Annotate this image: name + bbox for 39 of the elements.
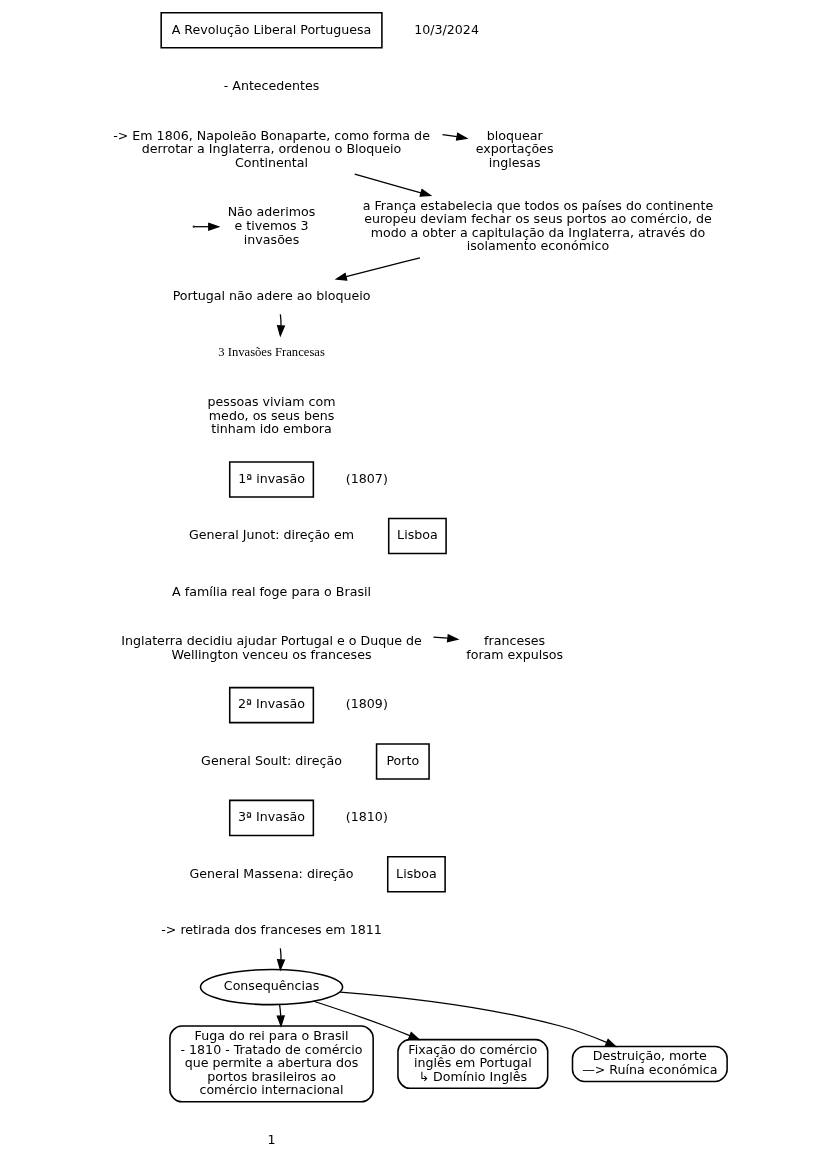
node-box: 2ª Invasão (228, 686, 315, 724)
arrow (276, 313, 286, 338)
label: General Junot: direção em (188, 527, 355, 543)
node-text: bloquear exportações inglesas (475, 127, 554, 170)
node-text: Não aderimos e tivemos 3 invasões (227, 204, 316, 247)
arrow (339, 991, 618, 1048)
label: (1810) (345, 809, 388, 825)
label: - Antecedentes (223, 77, 320, 93)
arrow (276, 947, 286, 972)
node-box: Lisboa (386, 856, 446, 893)
node-box: Lisboa (387, 517, 447, 555)
arrow (334, 257, 421, 281)
node-box: A Revolução Liberal Portuguesa (160, 12, 383, 49)
node-text: -> Em 1806, Napoleão Bonaparte, como forma de derrotar a Inglaterra, ordenou o Bloqueio Continental (113, 127, 430, 170)
node-text: franceses foram expulsos (466, 633, 564, 662)
label: 1 (267, 1132, 276, 1148)
node-ellipse: Consequências (199, 968, 344, 1006)
label: General Massena: direção (189, 865, 354, 881)
node-text: 3 Invasões Francesas (218, 345, 325, 360)
node-text: Inglaterra decidiu ajudar Portugal e o Duque de Wellington venceu os franceses (121, 633, 422, 662)
label: General Soult: direção (201, 752, 342, 768)
node-text: -> retirada dos franceses em 1811 (161, 922, 382, 938)
label: (1807) (345, 470, 388, 486)
node-box: Destruição, morte —> Ruína económica (571, 1045, 728, 1083)
label: 10/3/2024 (414, 21, 479, 37)
label: pessoas viviam com medo, os seus bens tinham ido embora (207, 394, 336, 437)
node-box: Fixação do comércio inglês em Portugal ↳ Domínio Inglês (397, 1038, 549, 1089)
node-box: Fuga do rei para o Brasil - 1810 - Tratado de comércio que permite a abertura dos portos brasileiros ao comércio internacional (169, 1025, 374, 1103)
node-box: Porto (375, 743, 430, 780)
arrow (441, 132, 469, 141)
node-text: Portugal não adere ao bloqueio (172, 288, 371, 304)
label: (1809) (345, 696, 388, 712)
arrow (313, 1000, 421, 1041)
node-box: 3ª Invasão (228, 799, 315, 837)
node-box: 1ª invasão (228, 461, 315, 498)
arrow (354, 173, 433, 197)
node-text: a França estabelecia que todos os países do continente europeu deviam fechar os seus portos ao comércio, de modo a obter a capitulação da Inglaterra, através do isolamento económico (362, 197, 714, 254)
arrow (432, 633, 460, 643)
label: A família real foge para o Brasil (172, 583, 372, 599)
